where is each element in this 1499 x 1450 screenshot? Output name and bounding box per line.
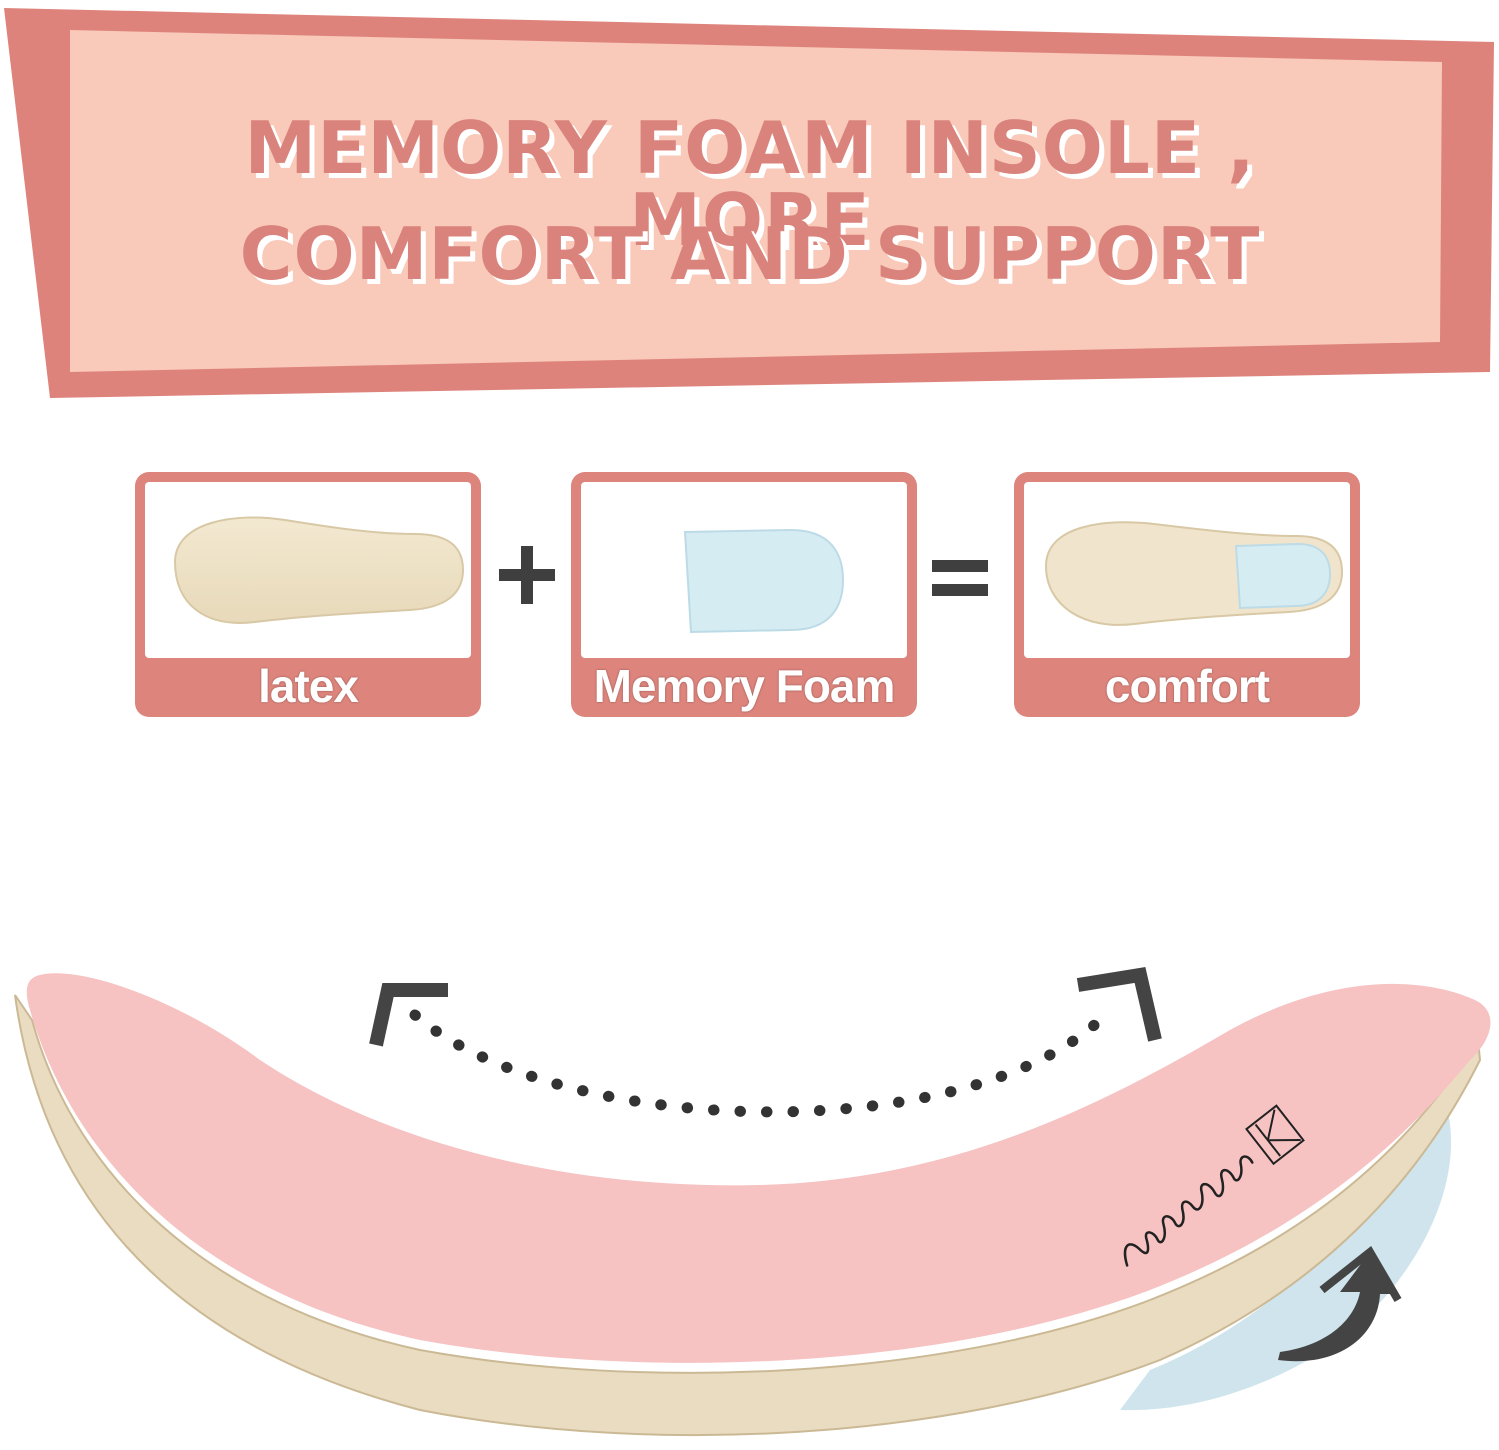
latex-image — [145, 482, 471, 658]
headline-line-2: COMFORT AND SUPPORT — [239, 212, 1261, 296]
chevron-up-icon — [1319, 1246, 1402, 1303]
memory-foam-label: Memory Foam — [593, 660, 896, 712]
equals-symbol — [932, 560, 988, 596]
latex-insole-icon — [173, 516, 465, 624]
lift-arrow-icon — [1278, 1252, 1398, 1362]
plus-symbol — [499, 546, 555, 604]
insole-top-layer — [26, 973, 1491, 1363]
memory-foam-layer — [1120, 1090, 1452, 1411]
memory-foam-card: Memory Foam — [571, 472, 917, 717]
headline-line-1: MEMORY FOAM INSOLE , MORE — [244, 106, 1256, 262]
flexible-insole-illustration — [14, 967, 1491, 1437]
comfort-label: comfort — [1104, 660, 1270, 712]
latex-label: latex — [258, 660, 359, 712]
brand-logo — [1123, 1104, 1305, 1267]
comfort-image — [1024, 482, 1350, 658]
memory-foam-heel-pad-icon — [683, 528, 845, 634]
flex-arrow-icon — [1076, 967, 1162, 1042]
latex-card: latex — [135, 472, 481, 717]
memory-foam-image — [581, 482, 907, 658]
title-banner — [4, 8, 1494, 398]
comfort-card: comfort — [1014, 472, 1360, 717]
latex-layer — [14, 994, 1482, 1437]
combined-insole-icon — [1044, 521, 1344, 626]
flex-arrow-icon — [369, 983, 448, 1047]
flex-dotted-arc — [409, 1004, 1116, 1118]
